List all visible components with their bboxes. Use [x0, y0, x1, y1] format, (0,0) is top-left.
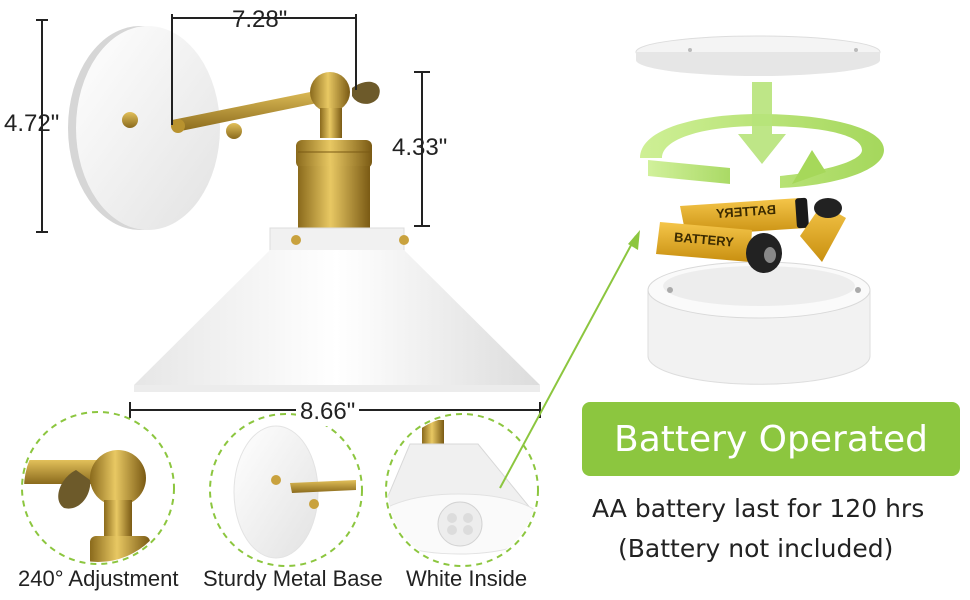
lamp-shade — [134, 250, 540, 385]
detail-shade-inside — [385, 413, 539, 567]
feature-caption-base: Sturdy Metal Base — [203, 566, 383, 591]
feature-caption-adjustment: 240° Adjustment — [18, 566, 179, 591]
battery-not-included-note: (Battery not included) — [618, 534, 894, 563]
pointer-line — [499, 235, 637, 489]
battery-life-note: AA battery last for 120 hrs — [592, 494, 925, 523]
detail-base — [209, 413, 363, 567]
shade-width-label: 8.66" — [296, 398, 360, 426]
base-height-label: 4.72" — [4, 110, 60, 137]
battery-operated-badge: Battery Operated — [582, 402, 960, 476]
brass-socket — [296, 140, 372, 168]
detail-swivel — [21, 411, 175, 565]
down-arrow — [738, 82, 786, 164]
swivel-knuckle — [310, 72, 350, 112]
aa-battery-2 — [656, 222, 782, 273]
lamp-arm — [172, 88, 332, 132]
feature-caption-inside: White Inside — [406, 566, 528, 591]
aa-battery-3 — [800, 198, 846, 262]
shade-height-label: 4.33" — [392, 134, 448, 161]
arm-length-label: 7.28" — [232, 6, 288, 33]
wall-lamp — [68, 26, 540, 392]
battery-module — [635, 35, 884, 385]
